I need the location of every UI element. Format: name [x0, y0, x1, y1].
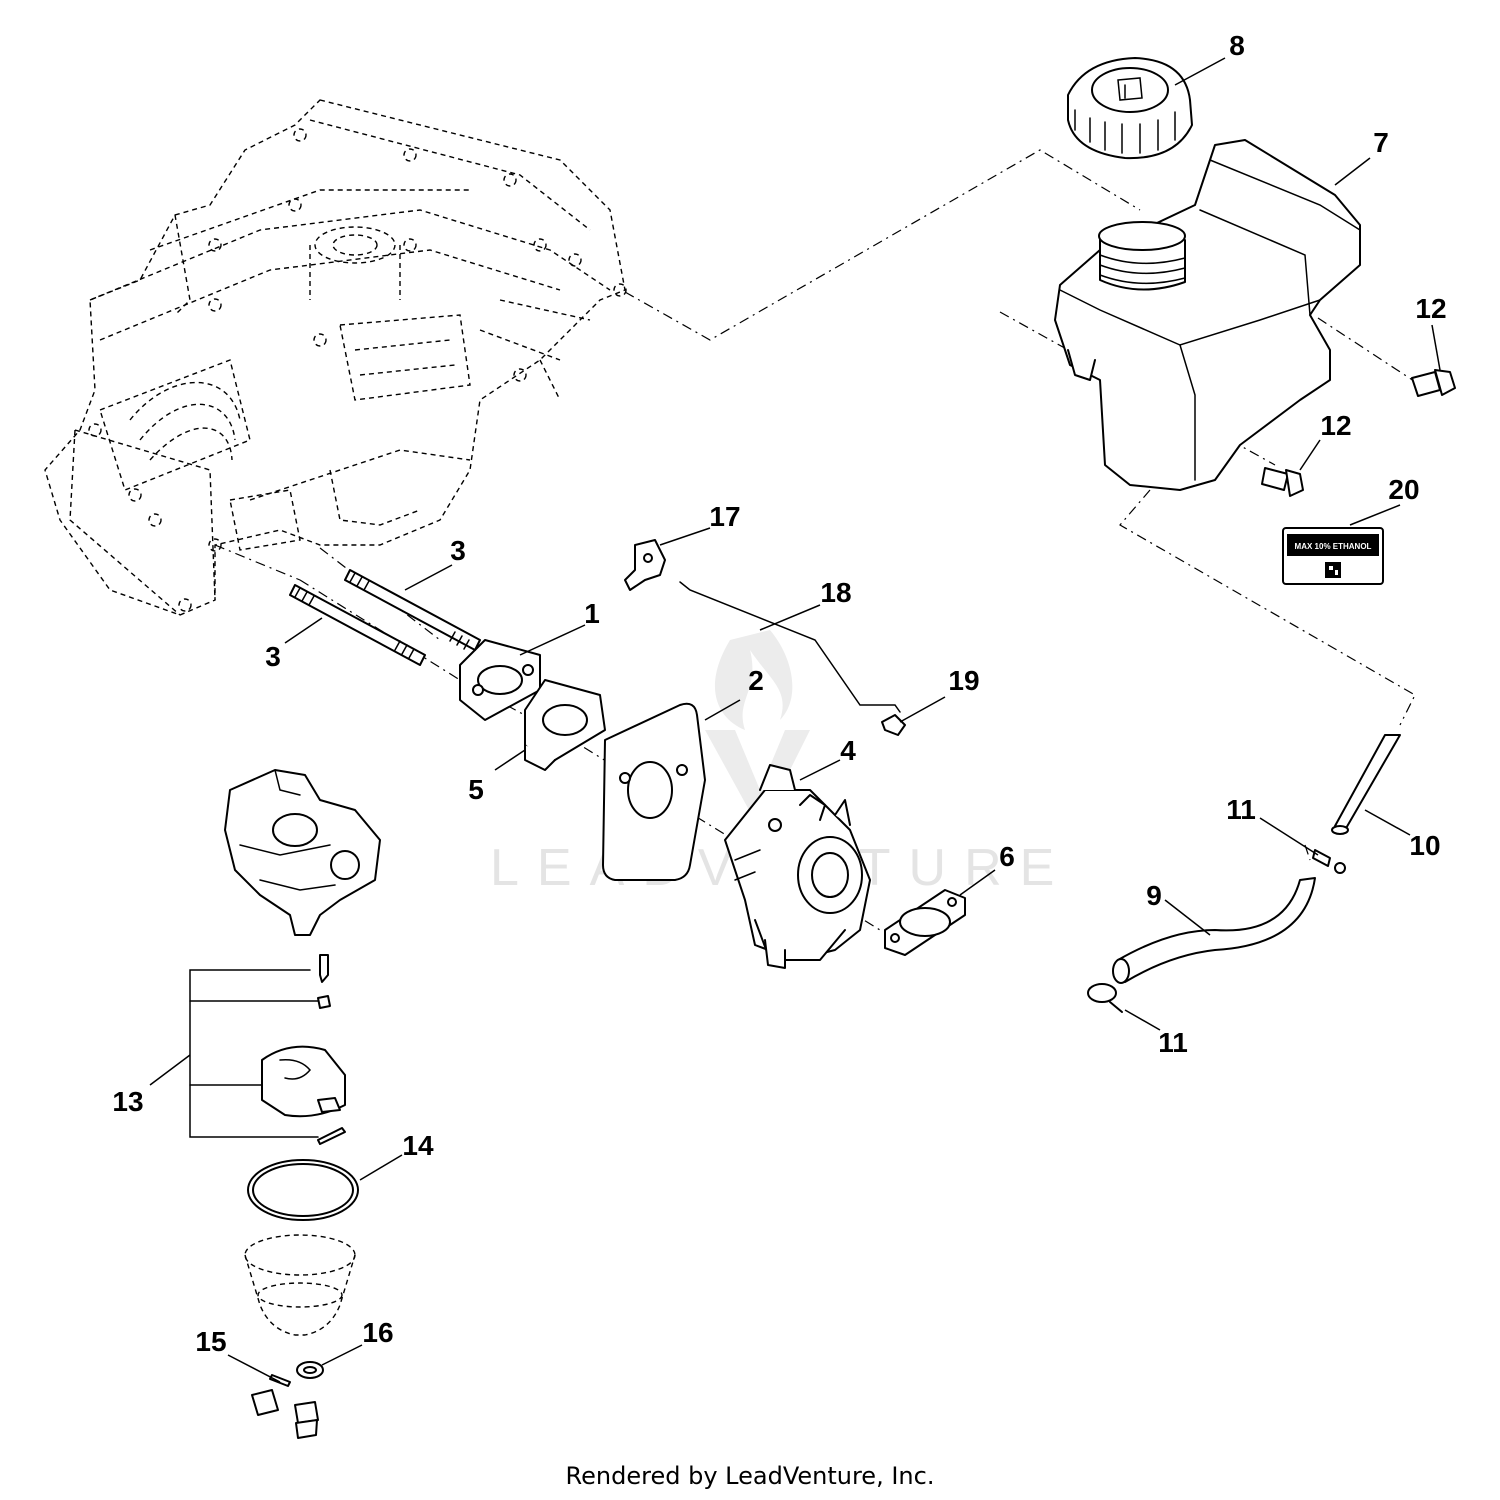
washer-part-16[interactable] — [296, 1361, 324, 1379]
callout-5: 5 — [468, 774, 484, 805]
leader-lines — [149, 57, 1441, 1383]
callout-4: 4 — [840, 735, 856, 766]
hose-clamp-part-11-upper[interactable] — [1312, 849, 1346, 874]
callout-3-upper: 3 — [450, 535, 466, 566]
callout-18: 18 — [820, 577, 851, 608]
bolt-part-12-upper[interactable] — [1411, 369, 1456, 397]
callout-16: 16 — [362, 1317, 393, 1348]
stud-part-3-upper[interactable] — [344, 569, 481, 651]
carburetor-part-4[interactable] — [724, 764, 871, 969]
fuel-tank-part-7[interactable] — [1054, 139, 1361, 491]
callout-12-lower: 12 — [1320, 410, 1351, 441]
callout-11-upper: 11 — [1226, 794, 1256, 825]
carburetor-gasket-part-6[interactable] — [884, 889, 966, 956]
callout-20: 20 — [1388, 474, 1419, 505]
callout-17: 17 — [709, 501, 740, 532]
fuel-filter-part-10[interactable] — [1331, 734, 1401, 835]
drain-screw-part-15[interactable] — [251, 1374, 291, 1416]
engine-block-outline — [44, 99, 627, 616]
intake-gasket-part-1[interactable] — [459, 639, 541, 721]
callout-9: 9 — [1146, 880, 1162, 911]
spacer-part-5[interactable] — [524, 679, 606, 771]
callout-6: 6 — [999, 841, 1015, 872]
callout-14: 14 — [402, 1130, 434, 1161]
bowl-bolt — [294, 1401, 319, 1439]
callout-11-lower: 11 — [1158, 1027, 1188, 1058]
decal-text: MAX 10% ETHANOL — [1295, 542, 1372, 551]
carburetor-rear-view — [224, 769, 381, 936]
bracket-part-17[interactable] — [624, 539, 666, 591]
callout-3-lower: 3 — [265, 641, 281, 672]
callout-8: 8 — [1229, 30, 1245, 61]
decal-part-20[interactable]: MAX 10% ETHANOL — [1282, 527, 1384, 585]
stud-part-3-lower[interactable] — [289, 584, 426, 666]
callout-1: 1 — [584, 598, 600, 629]
bolt-part-12-lower[interactable] — [1261, 467, 1304, 497]
insulator-plate-part-2[interactable] — [602, 702, 706, 881]
callout-19: 19 — [948, 665, 979, 696]
callout-13: 13 — [112, 1086, 143, 1117]
fuel-cap-part-8[interactable] — [1067, 57, 1193, 160]
throttle-rod-part-18[interactable] — [679, 581, 901, 713]
o-ring-part-14[interactable] — [247, 1159, 359, 1221]
fuel-hose-part-9[interactable] — [1112, 877, 1316, 984]
callout-2: 2 — [748, 665, 764, 696]
footer-credit: Rendered by LeadVenture, Inc. — [565, 1462, 935, 1490]
callout-10: 10 — [1409, 830, 1440, 861]
clip-part-19[interactable] — [881, 714, 906, 736]
callout-15: 15 — [195, 1326, 226, 1357]
hose-clamp-part-11-lower[interactable] — [1087, 983, 1123, 1013]
repair-kit-part-13[interactable] — [189, 954, 346, 1145]
callout-7: 7 — [1373, 127, 1389, 158]
float-bowl — [244, 1234, 356, 1336]
callouts: 1 2 3 3 4 5 6 7 8 9 10 11 11 12 12 13 14… — [112, 30, 1446, 1357]
callout-12-upper: 12 — [1415, 293, 1446, 324]
